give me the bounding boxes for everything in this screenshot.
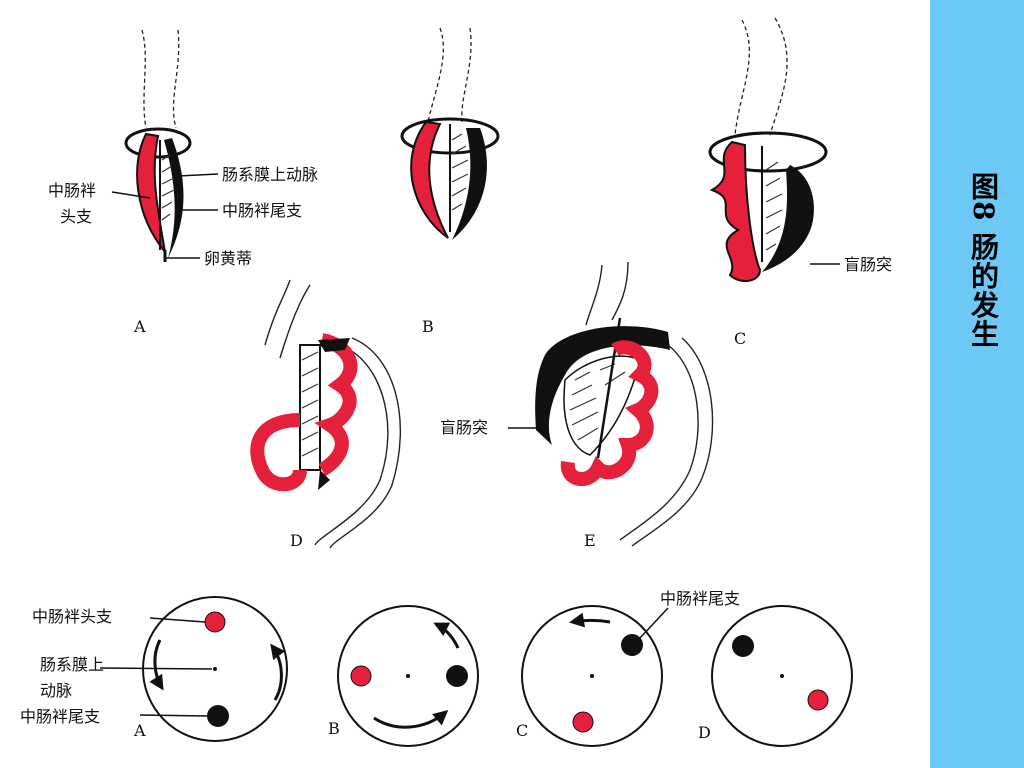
label-cecal-bud-c: 盲肠突 — [844, 255, 892, 274]
stage-a-drawing — [124, 29, 192, 262]
stage-b-drawing — [400, 27, 500, 240]
panel-label-a-top: A — [133, 317, 146, 336]
label-yolk-stalk: 卵黄蒂 — [204, 249, 252, 268]
stage-e-drawing — [535, 261, 714, 547]
panel-label-d-top: D — [290, 531, 303, 550]
label-rot-head-limb: 中肠袢头支 — [32, 607, 112, 626]
label-cecal-bud-e: 盲肠突 — [440, 418, 488, 437]
panel-label-b-bottom: B — [328, 719, 340, 738]
panel-label-a-bottom: A — [133, 721, 146, 740]
label-head-limb-line1: 中肠袢 — [48, 181, 96, 200]
panel-label-d-bottom: D — [698, 723, 711, 742]
rotation-diagram-c — [521, 605, 663, 747]
slide-title: 图8 肠的发生 — [967, 172, 1000, 349]
rotation-diagram-b — [337, 605, 479, 747]
rotation-diagram-a — [142, 596, 288, 742]
label-rot-artery-line2: 动脉 — [40, 681, 72, 700]
label-tail-limb: 中肠袢尾支 — [222, 201, 302, 220]
panel-label-e-top: E — [584, 531, 596, 550]
rotation-diagram-d — [711, 605, 853, 747]
stage-c-drawing — [708, 17, 828, 282]
label-head-limb-line2: 头支 — [60, 207, 92, 226]
panel-label-c-bottom: C — [516, 721, 528, 740]
panel-label-c-top: C — [734, 329, 746, 348]
label-superior-mesenteric-artery: 肠系膜上动脉 — [222, 165, 318, 184]
label-rot-tail-limb: 中肠袢尾支 — [20, 707, 100, 726]
label-rot-tail-limb-c: 中肠袢尾支 — [660, 589, 740, 608]
panel-label-b-top: B — [422, 317, 434, 336]
midgut-development-figure: 中肠袢 头支 肠系膜上动脉 中肠袢尾支 卵黄蒂 A B 盲肠突 C — [20, 17, 892, 747]
stage-d-drawing — [250, 279, 402, 549]
label-rot-artery-line1: 肠系膜上 — [40, 655, 104, 674]
sidebar-panel — [930, 0, 1024, 768]
